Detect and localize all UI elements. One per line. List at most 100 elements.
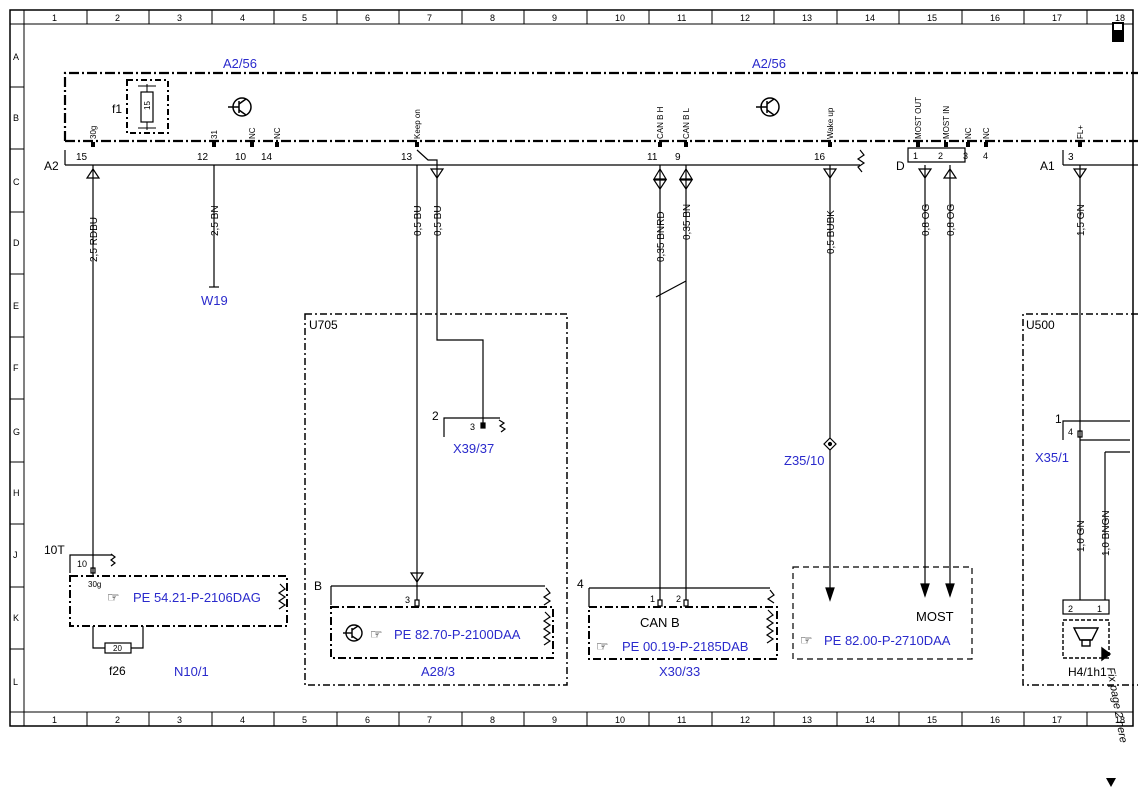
x30-33-label: X30/33 — [659, 664, 700, 679]
pin-name: MOST IN — [942, 106, 951, 139]
wire-branch — [416, 149, 438, 165]
pointing-hand-icon: ☞ — [800, 632, 813, 648]
pin-terminal — [1078, 142, 1082, 147]
squiggle — [765, 609, 775, 644]
grid-col-label-bottom: 17 — [1052, 715, 1062, 725]
pin-name: FL+ — [1076, 125, 1085, 139]
x30-33-box — [588, 606, 778, 660]
grid-col-label-bottom: 16 — [990, 715, 1000, 725]
wire-label: 0,8 OG — [946, 204, 957, 236]
t10-label: 10T — [44, 543, 65, 557]
grid-col-label-top: 6 — [365, 13, 370, 23]
pe-a28-ref: PE 82.70-P-2100DAA — [394, 627, 521, 642]
h4-pin-2: 2 — [1068, 604, 1073, 614]
wire-label: 0,35 BNRD — [656, 211, 667, 262]
grid-row-label: K — [13, 613, 19, 623]
a28-3-box — [330, 606, 554, 659]
h4-1h1-label: H4/1h1 — [1068, 665, 1107, 679]
grid-col-label-bottom: 3 — [177, 715, 182, 725]
grid-col-label-bottom: 9 — [552, 715, 557, 725]
pin-terminal — [415, 142, 419, 147]
pin-name: CAN B L — [682, 107, 691, 139]
grid-col-label-bottom: 8 — [490, 715, 495, 725]
pin-terminal — [916, 142, 920, 147]
pe-x30-ref: PE 00.19-P-2185DAB — [622, 639, 748, 654]
pin-terminal — [212, 142, 216, 147]
fuse-f1-number: 15 — [143, 101, 152, 110]
grid-col-label-top: 4 — [240, 13, 245, 23]
wire-label: 0,35 BN — [682, 204, 693, 240]
pin-terminal — [684, 142, 688, 147]
most-lines — [920, 165, 955, 598]
pin-number: 16 — [814, 152, 826, 163]
grid-col-label-top: 9 — [552, 13, 557, 23]
wire-label: 1,5 GN — [1076, 204, 1087, 236]
grid-col-label-bottom: 4 — [240, 715, 245, 725]
grid-row-label: F — [13, 363, 19, 373]
grid-col-label-bottom: 11 — [677, 715, 686, 725]
fuse-f26 — [92, 626, 144, 654]
pin-number: 14 — [261, 152, 273, 163]
module-title-right: A2/56 — [752, 56, 786, 71]
pointing-hand-icon: ☞ — [596, 638, 609, 654]
transistor-icon — [343, 624, 363, 642]
a28-3-connector — [330, 165, 552, 607]
grid-row-label: D — [13, 238, 20, 248]
grid-row-label: J — [13, 550, 18, 560]
pin-terminal — [91, 142, 95, 147]
connector-a1-label: A1 — [1040, 159, 1055, 173]
pin-number: 13 — [401, 152, 413, 163]
a28-3-label: A28/3 — [421, 664, 455, 679]
pin-name: NC — [964, 127, 973, 139]
pin-terminal — [944, 142, 948, 147]
x39-37-label: X39/37 — [453, 441, 494, 456]
grid-row-label: E — [13, 301, 19, 311]
grid-row-label: H — [13, 488, 20, 498]
n10-1-box — [69, 575, 288, 627]
grid-col-label-top: 16 — [990, 13, 1000, 23]
grid-col-label-top: 8 — [490, 13, 495, 23]
grid-col-label-bottom: 18 — [1115, 715, 1125, 725]
grid-col-label-bottom: 6 — [365, 715, 370, 725]
u500-box — [1022, 313, 1138, 686]
squiggle — [277, 583, 287, 610]
pin-terminal — [984, 142, 988, 147]
pin-name: MOST OUT — [914, 97, 923, 139]
grid-col-label-top: 5 — [302, 13, 307, 23]
column-grid-ticks: 1122334455667788991010111112121313141415… — [23, 10, 1134, 726]
pin-name: Wake up — [826, 107, 835, 139]
b-connector-label: B — [314, 579, 322, 593]
x35-1-label: X35/1 — [1035, 450, 1069, 465]
conn4-label: 4 — [577, 577, 584, 591]
grid-col-label-bottom: 14 — [865, 715, 875, 725]
grid-col-label-bottom: 7 — [427, 715, 432, 725]
grid-row-label: G — [13, 427, 20, 437]
can-pin-2: 2 — [676, 594, 681, 604]
x39-pin-inner: 3 — [470, 422, 475, 432]
pin-number: 1 — [913, 151, 918, 161]
grid-col-label-top: 7 — [427, 13, 432, 23]
down-arrow-icon — [1106, 778, 1116, 787]
pin-terminal — [828, 142, 832, 147]
most-box — [792, 566, 973, 660]
n10-1-connector — [69, 165, 116, 575]
fuse-f1-box — [126, 79, 169, 134]
grid-col-label-top: 1 — [52, 13, 57, 23]
pe-n10-ref: PE 54.21-P-2106DAG — [133, 590, 261, 605]
grid-col-label-bottom: 5 — [302, 715, 307, 725]
w19-label: W19 — [201, 293, 228, 308]
x35-pin-inner: 4 — [1068, 427, 1073, 437]
pin-name: NC — [982, 127, 991, 139]
grid-row-label: C — [13, 177, 20, 187]
b-pin-number: 3 — [405, 595, 410, 605]
t30g-label: 30g — [88, 580, 101, 589]
h4-pin-1: 1 — [1097, 604, 1102, 614]
pin-number: 3 — [1068, 152, 1074, 163]
ground-w19 — [209, 165, 219, 288]
grid-col-label-bottom: 10 — [615, 715, 625, 725]
connector-d-label: D — [896, 159, 905, 173]
pin-terminal — [250, 142, 254, 147]
